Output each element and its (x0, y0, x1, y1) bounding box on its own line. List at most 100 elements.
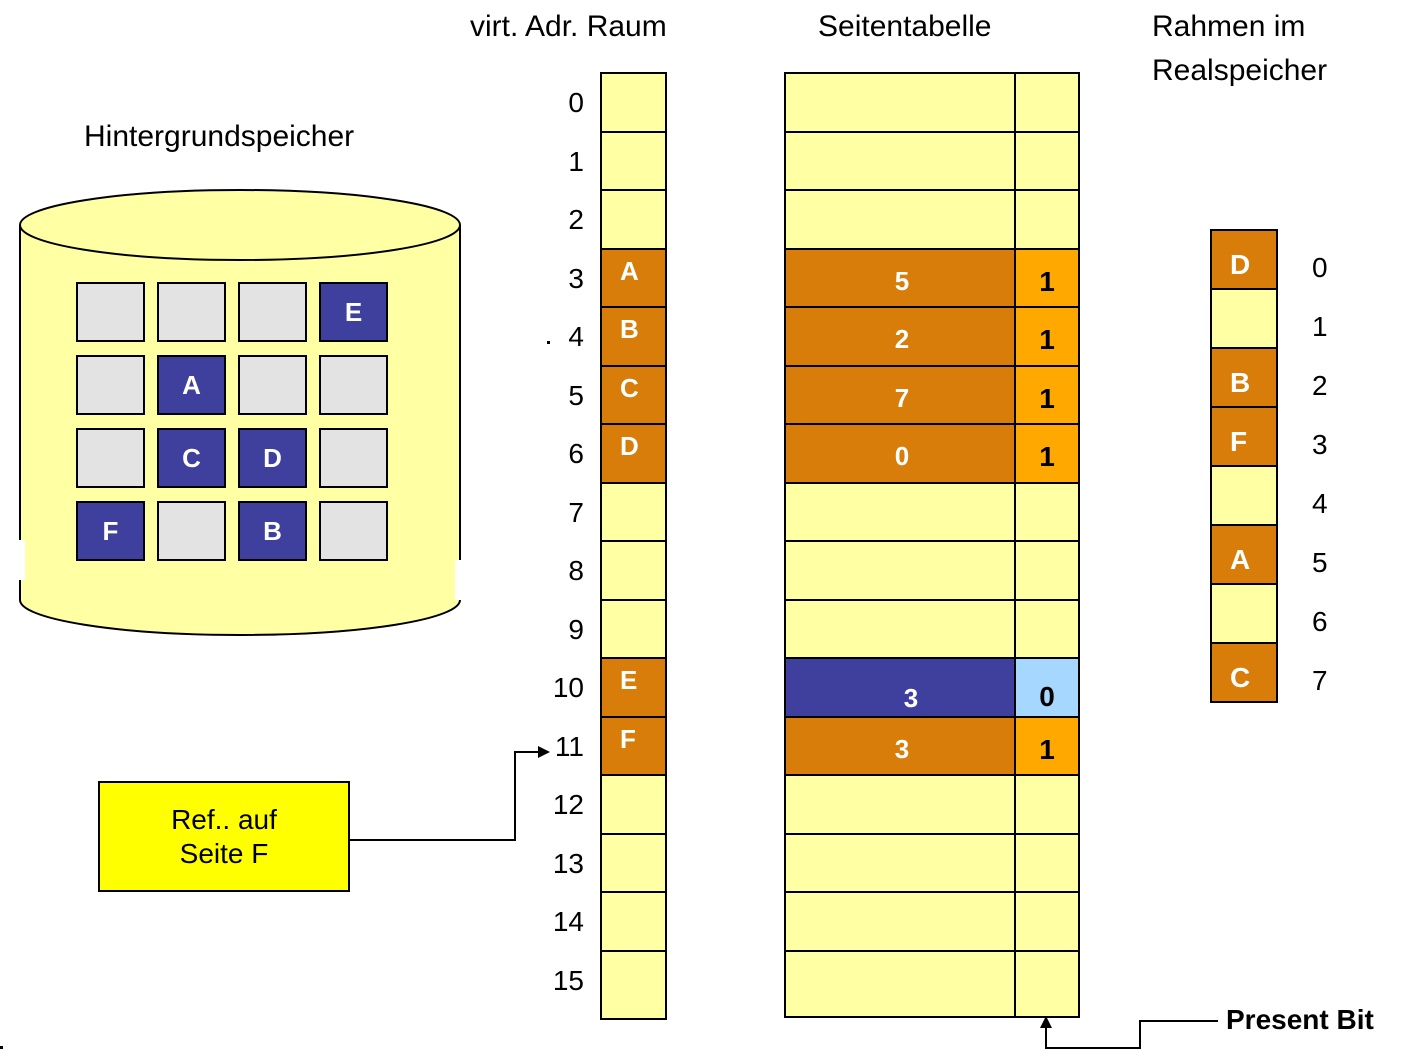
virtual-page-cell (600, 189, 667, 250)
present-bit-label: Present Bit (1226, 1004, 1374, 1035)
storage-page-cell (319, 355, 388, 415)
page-table-present-bit-cell (1014, 599, 1080, 659)
virtual-page-cell: E (600, 657, 667, 718)
frame-index: 5 (1312, 547, 1328, 578)
storage-page-cell (319, 501, 388, 561)
page-table-frame-number: 7 (894, 383, 910, 413)
page-table-frame-number: 3 (894, 734, 910, 764)
frame-index: 1 (1312, 311, 1328, 342)
virtual-page-index: 4 (568, 321, 584, 352)
page-table-present-bit-cell: 1 (1014, 306, 1080, 367)
storage-page-cell (238, 355, 307, 415)
frame-cell (1210, 288, 1278, 349)
virtual-page-cell (600, 131, 667, 191)
page-table-present-bit: 1 (1039, 266, 1055, 297)
frame-cell (1210, 465, 1278, 526)
page-table-present-bit: 1 (1039, 324, 1055, 355)
frame-index: 7 (1312, 665, 1328, 696)
virtual-page-label: F (620, 724, 636, 754)
virtual-page-index: 1 (568, 146, 584, 177)
reference-arrow (350, 746, 550, 841)
frame-cell: D (1210, 229, 1278, 290)
virtual-page-cell (600, 950, 667, 1020)
storage-page-cell: D (238, 428, 307, 488)
virtual-page-index: 3 (568, 263, 584, 294)
page-table-present-bit-cell: 0 (1014, 657, 1080, 718)
page-table-present-bit-cell (1014, 189, 1080, 250)
page-table-frame-cell (784, 482, 1016, 542)
virtual-page-index: 2 (568, 204, 584, 235)
virtual-page-label: E (620, 665, 638, 695)
frames-title-line1: Rahmen im (1152, 10, 1306, 43)
reference-callout: Ref.. auf Seite F (98, 781, 350, 892)
page-table-present-bit-cell (1014, 950, 1080, 1018)
virtual-address-space-title: virt. Adr. Raum (470, 10, 667, 43)
page-table-present-bit-cell (1014, 72, 1080, 133)
virtual-page-index: 15 (552, 965, 584, 996)
frame-index: 0 (1312, 252, 1328, 283)
virtual-page-index: 14 (552, 906, 584, 937)
virtual-page-index: 10 (552, 672, 584, 703)
frame-label: A (1230, 544, 1251, 575)
frame-index: 4 (1312, 488, 1328, 519)
storage-page-cell: B (238, 501, 307, 561)
virtual-page-label: D (620, 431, 639, 461)
virtual-page-cell (600, 540, 667, 601)
page-table-frame-number: 2 (894, 324, 910, 354)
frame-index: 6 (1312, 606, 1328, 637)
virtual-page-index: 8 (568, 555, 584, 586)
page-table-present-bit: 1 (1039, 383, 1055, 414)
virtual-page-cell: B (600, 306, 667, 367)
storage-page-cell (319, 428, 388, 488)
page-table-frame-number: 3 (903, 683, 919, 713)
page-table-present-bit-cell (1014, 774, 1080, 835)
page-table-present-bit-cell: 1 (1014, 423, 1080, 484)
page-table-present-bit-cell: 1 (1014, 716, 1080, 776)
tick-mark (547, 341, 550, 344)
callout-line2: Seite F (179, 837, 269, 869)
frame-label: C (1230, 662, 1251, 693)
storage-page-cell (76, 282, 145, 342)
page-table-frame-cell (784, 72, 1016, 133)
frame-label: B (1230, 367, 1251, 398)
page-table-present-bit: 1 (1039, 441, 1055, 472)
virtual-page-label: A (620, 256, 639, 286)
page-table-present-bit: 1 (1039, 734, 1055, 765)
storage-page-cell: E (319, 282, 388, 342)
virtual-page-label: B (620, 314, 639, 344)
virtual-page-cell (600, 774, 667, 835)
virtual-page-index: 7 (568, 497, 584, 528)
page-table-frame-cell (784, 950, 1016, 1018)
storage-page-cell: F (76, 501, 145, 561)
page-table-frame-number: 5 (894, 266, 910, 296)
frame-label: D (1230, 249, 1251, 280)
storage-page-cell (238, 282, 307, 342)
virtual-page-index: 12 (552, 789, 584, 820)
storage-page-cell: C (157, 428, 226, 488)
virtual-page-index: 13 (552, 848, 584, 879)
virtual-page-cell: D (600, 423, 667, 484)
page-table-present-bit-cell: 1 (1014, 365, 1080, 425)
virtual-page-index: 0 (568, 87, 584, 118)
storage-page-cell (157, 282, 226, 342)
virtual-page-index: 9 (568, 614, 584, 645)
storage-page-cell (76, 428, 145, 488)
present-bit-arrow (1040, 1016, 1218, 1049)
page-table-present-bit-cell (1014, 833, 1080, 893)
page-table-frame-number: 0 (894, 441, 910, 471)
storage-page-cell (157, 501, 226, 561)
callout-line1: Ref.. auf (171, 803, 277, 835)
virtual-page-label: C (620, 373, 639, 403)
page-table-frame-cell (784, 599, 1016, 659)
virtual-page-index: 6 (568, 438, 584, 469)
backing-store-title: Hintergrundspeicher (84, 120, 355, 153)
frame-index: 2 (1312, 370, 1328, 401)
page-table-present-bit: 0 (1039, 681, 1055, 712)
page-table-title: Seitentabelle (818, 10, 992, 43)
frame-label: F (1230, 426, 1248, 457)
storage-page-cell: A (157, 355, 226, 415)
storage-page-cell (76, 355, 145, 415)
page-table-present-bit-cell (1014, 131, 1080, 191)
virtual-page-index: 5 (568, 380, 584, 411)
